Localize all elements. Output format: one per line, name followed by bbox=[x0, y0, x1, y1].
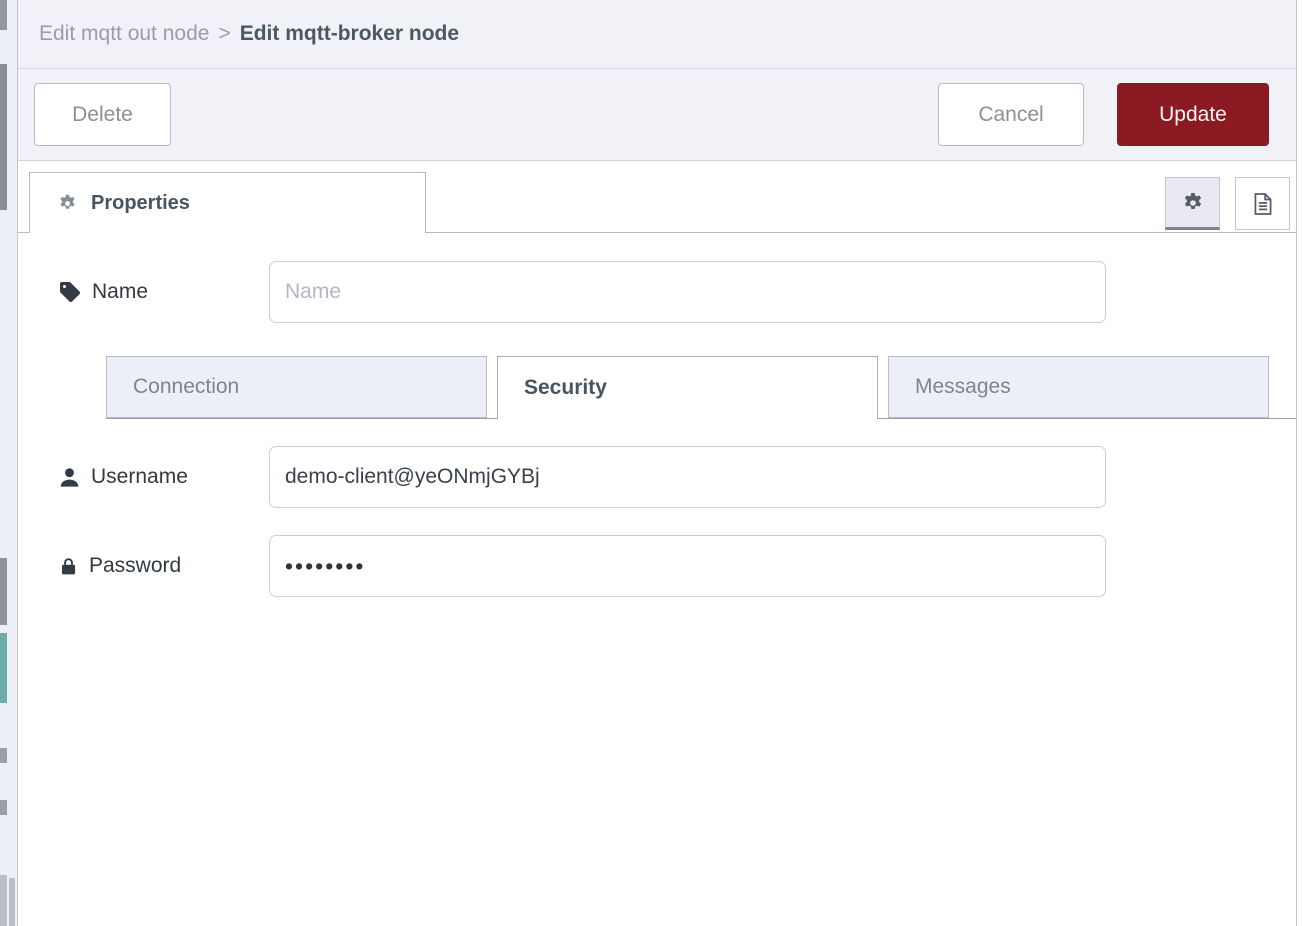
name-label-text: Name bbox=[92, 280, 149, 303]
password-input[interactable] bbox=[269, 535, 1106, 597]
node-settings-button[interactable] bbox=[1165, 177, 1220, 230]
username-input[interactable] bbox=[269, 446, 1106, 508]
tray-toolbar: Delete Cancel Update bbox=[18, 69, 1296, 161]
palette-edge bbox=[0, 0, 17, 926]
tray-mini-buttons bbox=[1165, 177, 1290, 230]
palette-edge-segment bbox=[0, 633, 7, 703]
tab-security[interactable]: Security bbox=[497, 356, 878, 419]
palette-edge-segment bbox=[0, 64, 7, 210]
broker-config-tabs: Connection Security Messages bbox=[106, 356, 1296, 419]
tab-properties[interactable]: Properties bbox=[29, 172, 426, 233]
palette-scrollbar[interactable] bbox=[9, 878, 15, 926]
tab-properties-label: Properties bbox=[91, 191, 190, 214]
password-label-text: Password bbox=[89, 554, 182, 577]
user-icon bbox=[58, 466, 81, 489]
tab-connection[interactable]: Connection bbox=[106, 356, 487, 418]
breadcrumb-separator: > bbox=[218, 22, 231, 45]
tab-messages[interactable]: Messages bbox=[888, 356, 1269, 418]
username-row: Username bbox=[58, 446, 1296, 508]
palette-edge-segment bbox=[0, 875, 7, 926]
editor-tab-bar: Properties bbox=[18, 161, 1296, 233]
gear-icon bbox=[57, 193, 78, 214]
palette-edge-segment bbox=[0, 558, 7, 625]
username-label: Username bbox=[58, 465, 269, 489]
tab-bar-underline bbox=[18, 232, 1296, 233]
palette-edge-segment bbox=[0, 748, 7, 763]
palette-edge-segment bbox=[0, 800, 7, 815]
name-row: Name bbox=[58, 261, 1296, 323]
cancel-button[interactable]: Cancel bbox=[938, 83, 1084, 146]
breadcrumb-parent[interactable]: Edit mqtt out node bbox=[39, 22, 210, 45]
node-description-button[interactable] bbox=[1235, 177, 1290, 230]
tray-breadcrumb: Edit mqtt out node > Edit mqtt-broker no… bbox=[18, 0, 1296, 69]
name-label: Name bbox=[58, 280, 269, 304]
node-edit-form: Name Connection Security Messages Userna… bbox=[18, 233, 1296, 597]
username-label-text: Username bbox=[91, 465, 188, 488]
lock-icon bbox=[58, 556, 79, 577]
password-label: Password bbox=[58, 554, 269, 578]
document-icon bbox=[1250, 191, 1276, 217]
password-row: Password bbox=[58, 535, 1296, 597]
delete-button[interactable]: Delete bbox=[34, 83, 171, 146]
palette-edge-segment bbox=[0, 0, 7, 30]
name-input[interactable] bbox=[269, 261, 1106, 323]
tag-icon bbox=[58, 280, 82, 304]
gear-icon bbox=[1181, 191, 1205, 215]
update-button[interactable]: Update bbox=[1117, 83, 1269, 146]
breadcrumb-current: Edit mqtt-broker node bbox=[239, 22, 460, 45]
edit-node-tray: Edit mqtt out node > Edit mqtt-broker no… bbox=[17, 0, 1297, 926]
